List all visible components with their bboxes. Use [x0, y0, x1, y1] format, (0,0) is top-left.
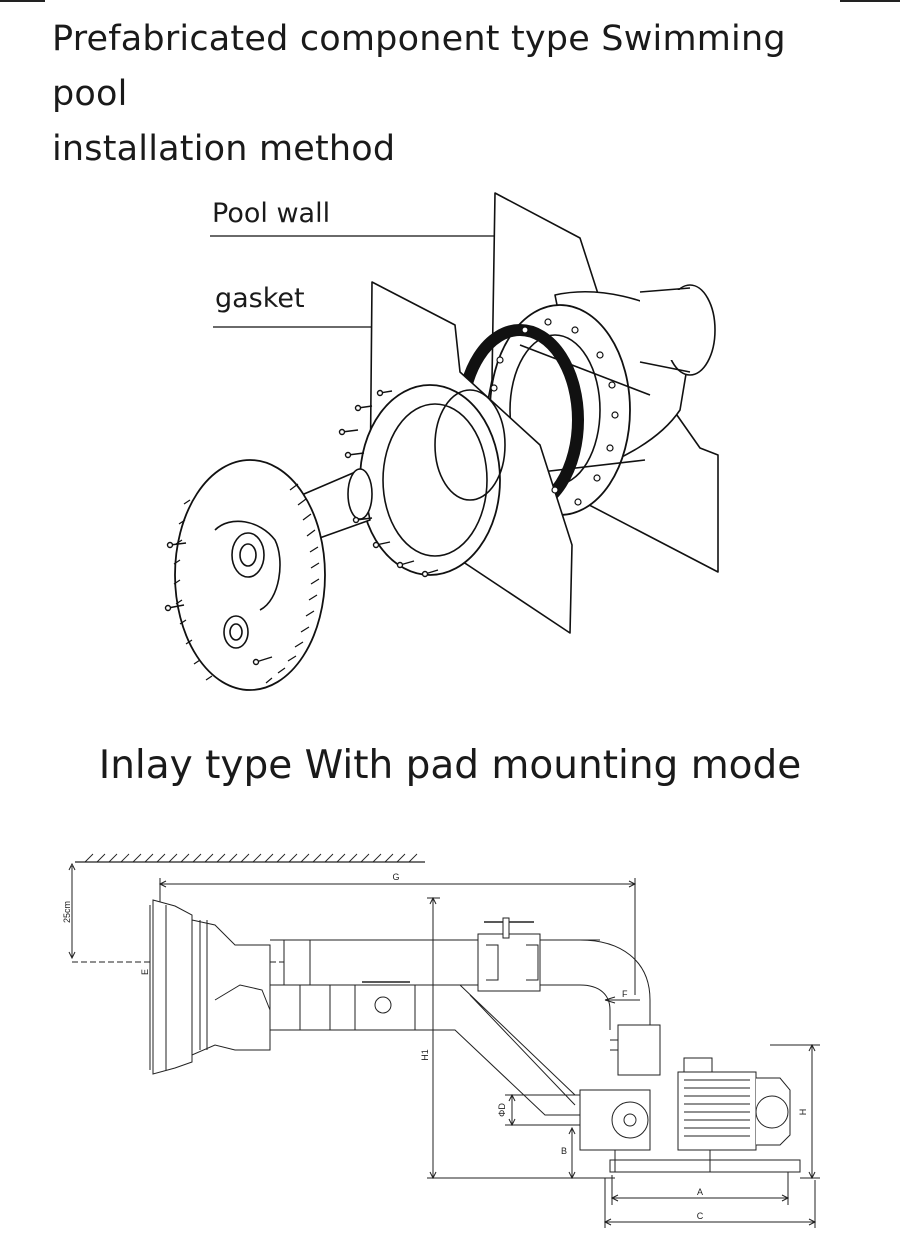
dim-label-g: G [392, 872, 399, 882]
pump-base [609, 1159, 801, 1173]
dim-label-e: E [140, 969, 150, 975]
wall-plate [152, 899, 193, 1075]
top-left-rule [0, 0, 45, 2]
dim-label-d: ΦD [497, 1103, 507, 1117]
upper-elbow [579, 939, 651, 1030]
rear-flange-holes [490, 318, 619, 506]
title-line-1: Prefabricated component type Swimming po… [52, 19, 786, 114]
upper-pipe [270, 939, 600, 986]
diagonal-pipe [440, 984, 600, 1116]
dim-label-a: A [697, 1187, 703, 1197]
dim-label-f: F [622, 989, 628, 999]
dim-label-b: B [561, 1146, 567, 1156]
label-gasket: gasket [215, 283, 305, 314]
dim-label-25cm: 25cm [62, 901, 72, 923]
section2-title: Inlay type With pad mounting mode [98, 743, 802, 788]
ground-hatch [84, 853, 418, 863]
dim-label-h1: H1 [420, 1049, 430, 1061]
exploded-view-diagram [164, 192, 719, 691]
title-line-2: installation method [52, 129, 396, 169]
cover-grille [173, 483, 320, 684]
page-title: Prefabricated component type Swimming po… [52, 12, 872, 177]
niche-body [191, 919, 271, 1056]
label-pool-wall: Pool wall [212, 198, 331, 229]
top-right-rule [840, 0, 900, 2]
dim-label-h: H [798, 1109, 808, 1116]
filter-housing [617, 1024, 661, 1076]
dim-label-c: C [697, 1211, 704, 1221]
cover-screws [164, 541, 273, 666]
pump-motor [677, 1071, 757, 1151]
upper-valve [477, 933, 541, 992]
front-flange-screws [338, 389, 439, 578]
